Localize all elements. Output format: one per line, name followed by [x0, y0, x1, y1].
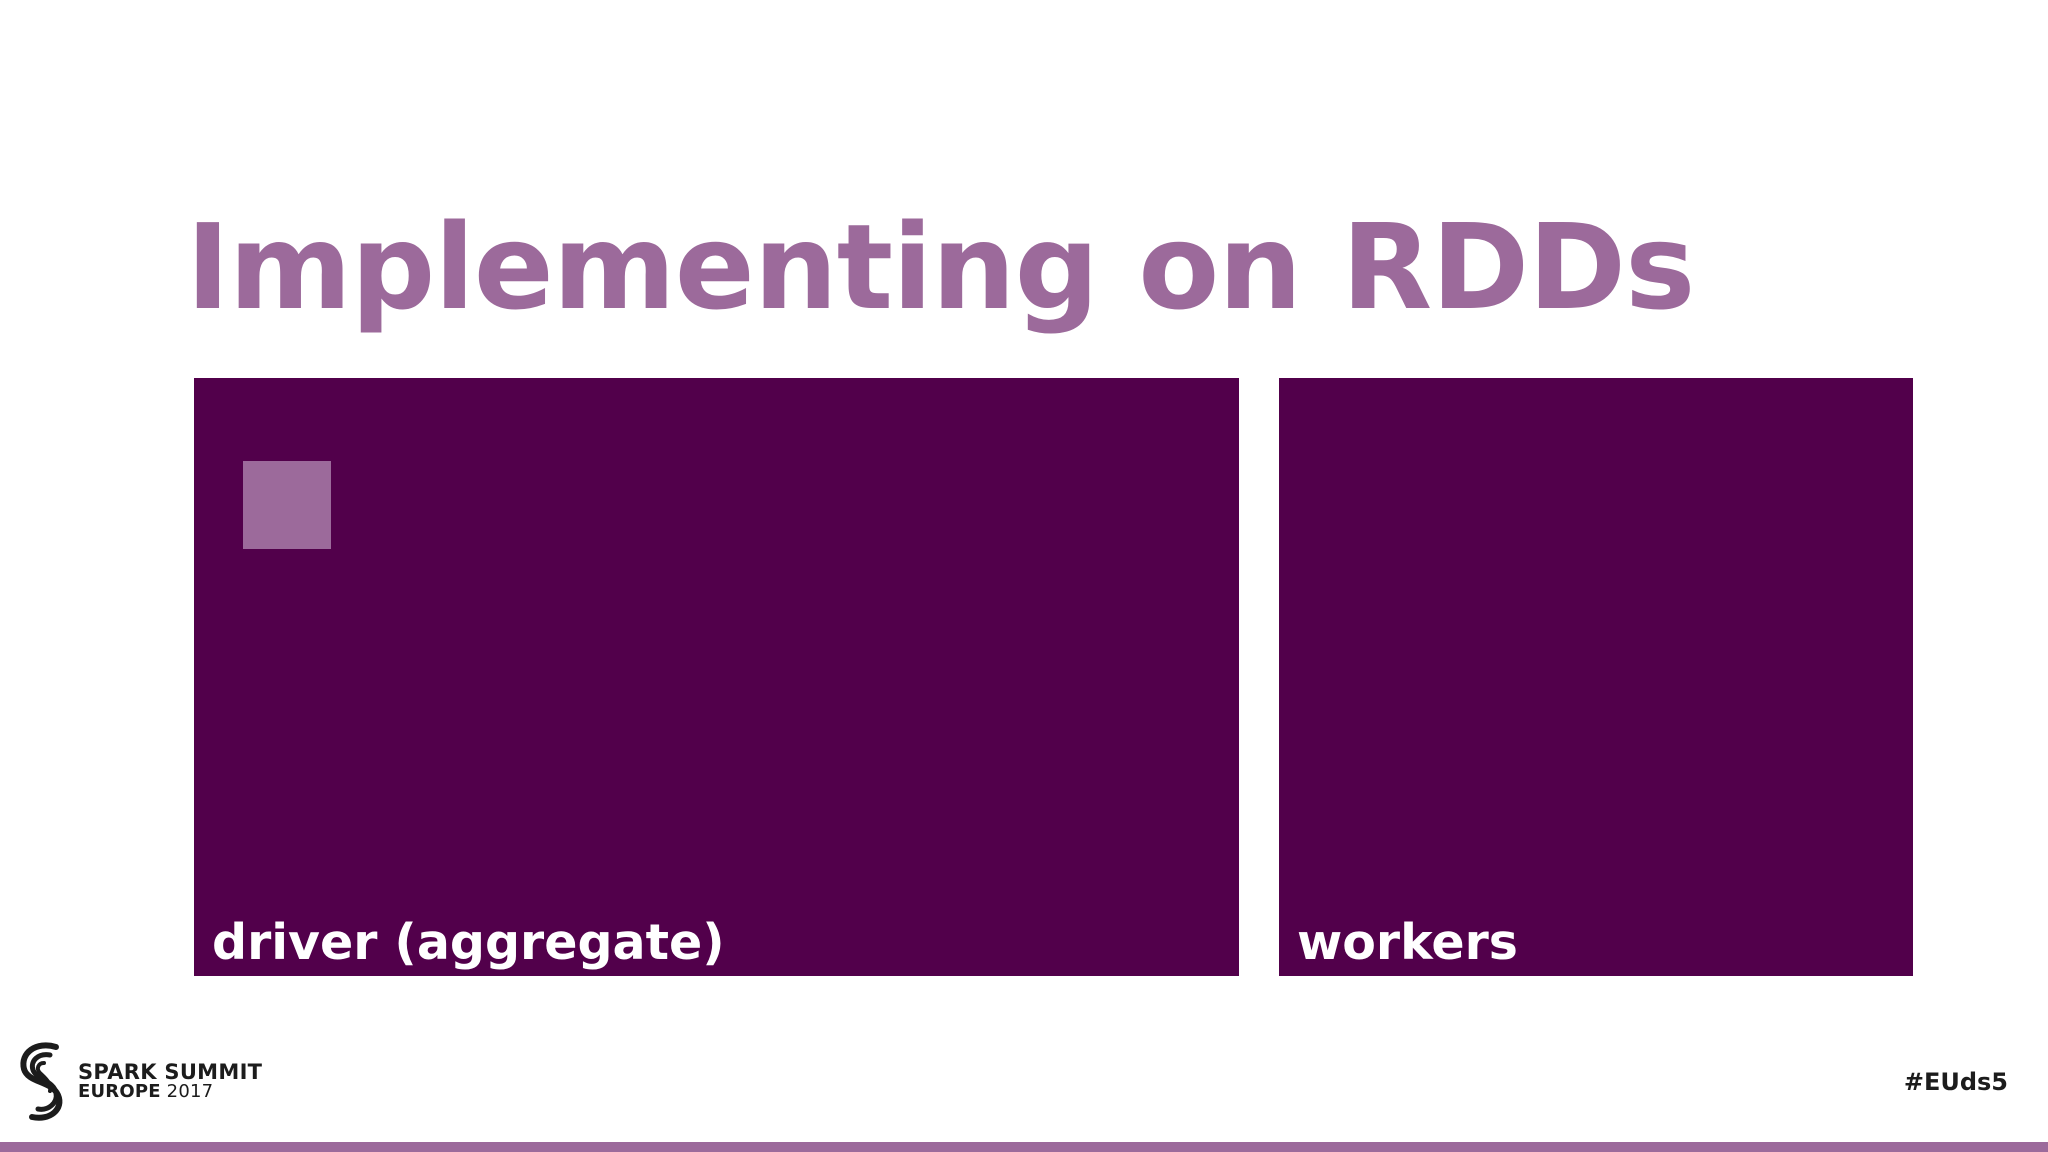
logo-text: SPARK SUMMIT EUROPE 2017 — [78, 1059, 263, 1102]
logo-line-2-bold: EUROPE — [78, 1080, 161, 1102]
workers-panel-label: workers — [1297, 914, 1518, 972]
slide-title: Implementing on RDDs — [186, 198, 1695, 336]
spark-summit-logo: SPARK SUMMIT EUROPE 2017 — [16, 1038, 262, 1124]
hashtag: #EUds5 — [1903, 1068, 2008, 1096]
data-square — [243, 461, 331, 549]
workers-panel: workers — [1279, 378, 1913, 976]
driver-panel: driver (aggregate) — [194, 378, 1239, 976]
logo-line-2-rest: 2017 — [160, 1080, 214, 1102]
logo-line-2: EUROPE 2017 — [78, 1080, 262, 1102]
bottom-accent-bar — [0, 1142, 2048, 1152]
spark-summit-logo-icon — [20, 1042, 63, 1121]
logo-line-1: SPARK SUMMIT — [78, 1059, 263, 1084]
driver-panel-label: driver (aggregate) — [212, 914, 725, 972]
